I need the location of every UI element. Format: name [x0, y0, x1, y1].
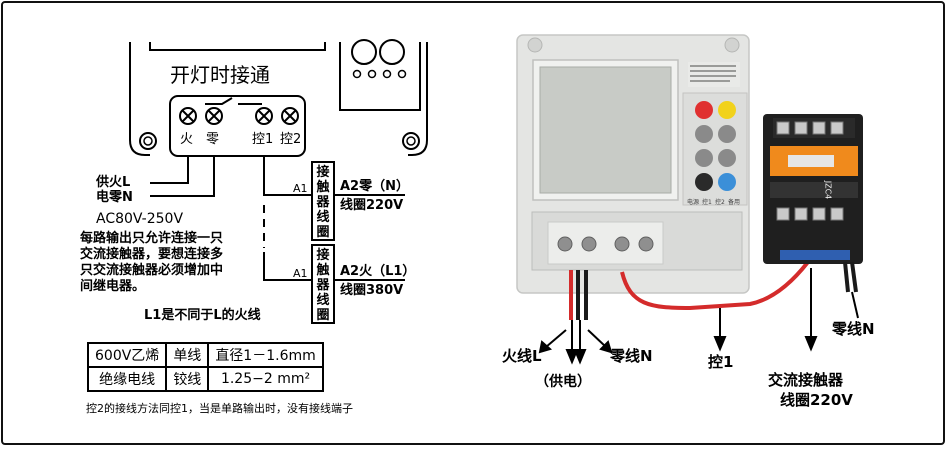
- red-button: [695, 101, 713, 119]
- contactor-label-line-2: 线圈220V: [780, 391, 853, 409]
- table-cell: 600V乙烯: [86, 342, 168, 368]
- contactor-char: 线: [316, 210, 330, 225]
- contactor-coil-box-top: 接 触 器 线 圈: [315, 165, 331, 240]
- supply-fire-label: 供火L: [96, 175, 131, 190]
- contactor-char: 接: [316, 165, 330, 180]
- table-row: 600V乙烯 单线 直径1－1.6mm: [86, 342, 324, 368]
- gray-button: [718, 149, 736, 167]
- ctrl1-wire-label: 控1: [708, 353, 734, 371]
- a1-top-label: A1: [293, 182, 308, 195]
- note-line-1: 每路输出只允许连接一只: [80, 231, 224, 246]
- table-cell: 铰线: [165, 366, 210, 392]
- contactor-char: 器: [316, 195, 330, 210]
- terminal-label-zero: 零: [206, 132, 220, 147]
- black-button: [695, 173, 713, 191]
- fire-wire-label: 火线L: [502, 347, 542, 365]
- device-bottom-label: 控2: [715, 199, 725, 206]
- contactor-char: 接: [316, 248, 330, 263]
- note-line-2: 交流接触器，要想连接多: [80, 247, 224, 262]
- table-cell: 单线: [165, 342, 210, 368]
- device-bottom-label: 备用: [728, 199, 741, 206]
- blue-button: [718, 173, 736, 191]
- wire-spec-table: 600V乙烯 单线 直径1－1.6mm 绝缘电线 铰线 1.25−2 mm²: [86, 342, 324, 392]
- l1-note: L1是不同于L的火线: [144, 308, 261, 323]
- device-bottom-label: 电源: [687, 199, 700, 206]
- terminal-label-ctrl2: 控2: [280, 132, 302, 147]
- voltage-label: AC80V-250V: [96, 211, 184, 227]
- terminal-label-fire: 火: [180, 132, 194, 147]
- contactor-char: 触: [316, 263, 330, 278]
- contactor-coil-box-bottom: 接 触 器 线 圈: [315, 248, 331, 323]
- table-cell: 1.25−2 mm²: [207, 366, 324, 392]
- contactor-char: 线: [316, 293, 330, 308]
- contactor-char: 圈: [316, 308, 330, 323]
- schematic-title: 开灯时接通: [170, 63, 270, 87]
- gray-button: [718, 125, 736, 143]
- device-bottom-label: 控1: [702, 199, 712, 206]
- contactor-char: 触: [316, 180, 330, 195]
- table-cell: 直径1－1.6mm: [207, 342, 324, 368]
- coil-top-line-1: A2零（N）: [340, 179, 409, 194]
- coil-bottom-line-1: A2火（L1）: [340, 264, 416, 279]
- a1-bottom-label: A1: [293, 267, 308, 280]
- table-cell: 绝缘电线: [86, 366, 168, 392]
- zero-wire-label: 零线N: [610, 347, 653, 365]
- lcd-screen: [539, 66, 672, 194]
- contactor-model: JZC4: [823, 180, 833, 200]
- terminal-label-ctrl1: 控1: [252, 132, 274, 147]
- contactor-label-line-1: 交流接触器: [768, 371, 844, 389]
- contactor-zero-label: 零线N: [832, 320, 875, 338]
- gray-button: [695, 125, 713, 143]
- coil-top-line-2: 线圈220V: [340, 198, 404, 213]
- note-line-3: 只交流接触器必须增加中: [80, 263, 224, 278]
- gray-button: [695, 149, 713, 167]
- supply-zero-label: 电零N: [96, 190, 133, 205]
- table-row: 绝缘电线 铰线 1.25−2 mm²: [86, 366, 324, 392]
- contactor-char: 圈: [316, 225, 330, 240]
- contactor-char: 器: [316, 278, 330, 293]
- note-line-4: 间继电器。: [80, 279, 146, 294]
- coil-bottom-line-2: 线圈380V: [340, 283, 404, 298]
- footer-note: 控2的接线方法同控1，当是单路输出时，没有接线端子: [86, 402, 353, 415]
- supply-label: （供电）: [535, 374, 591, 390]
- yellow-button: [718, 101, 736, 119]
